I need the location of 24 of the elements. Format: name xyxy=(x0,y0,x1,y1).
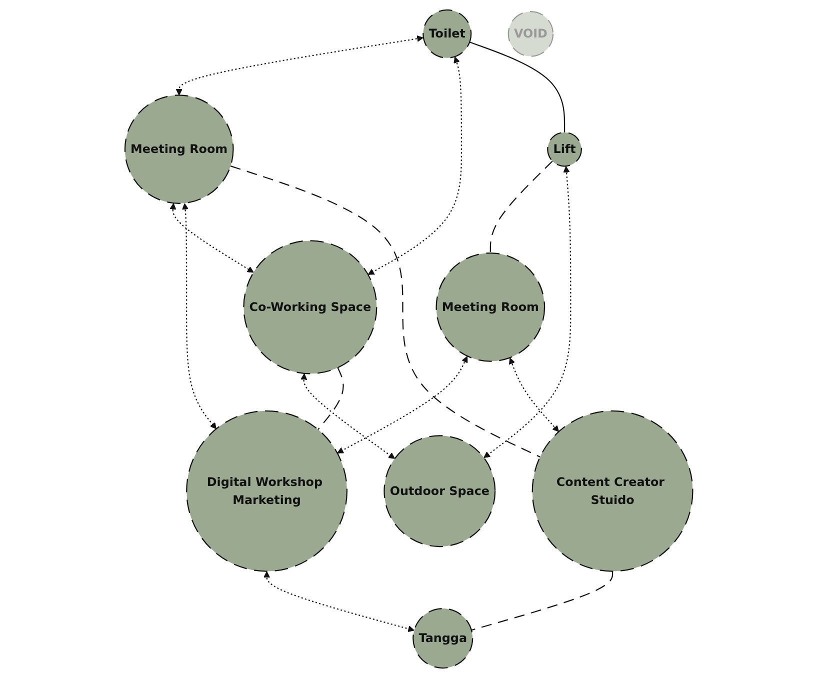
node-circle: Outdoor Space xyxy=(384,435,496,548)
node-circle: Toilet xyxy=(422,9,472,58)
connector xyxy=(318,367,344,430)
arrow xyxy=(509,358,560,432)
node-circle: Meeting Room xyxy=(436,252,546,362)
arrow xyxy=(182,203,217,430)
arrow xyxy=(368,56,462,275)
arrow xyxy=(337,356,468,454)
arrow xyxy=(300,373,396,459)
arrow xyxy=(176,35,424,96)
arrow xyxy=(170,203,254,273)
node-circle: VOID xyxy=(508,11,554,57)
arrow xyxy=(484,166,572,458)
arrow xyxy=(264,571,415,632)
node-circle: Content Creator Stuido xyxy=(532,410,694,572)
connector xyxy=(470,42,566,132)
node-circle: Meeting Room xyxy=(124,94,234,204)
connector xyxy=(230,166,540,458)
connector xyxy=(471,571,614,631)
node-circle: Co-Working Space xyxy=(243,240,378,374)
node-circle: Digital Workshop Marketing xyxy=(186,410,348,572)
node-circle: Lift xyxy=(547,132,582,167)
connector xyxy=(490,160,554,254)
node-circle: Tangga xyxy=(412,608,474,669)
